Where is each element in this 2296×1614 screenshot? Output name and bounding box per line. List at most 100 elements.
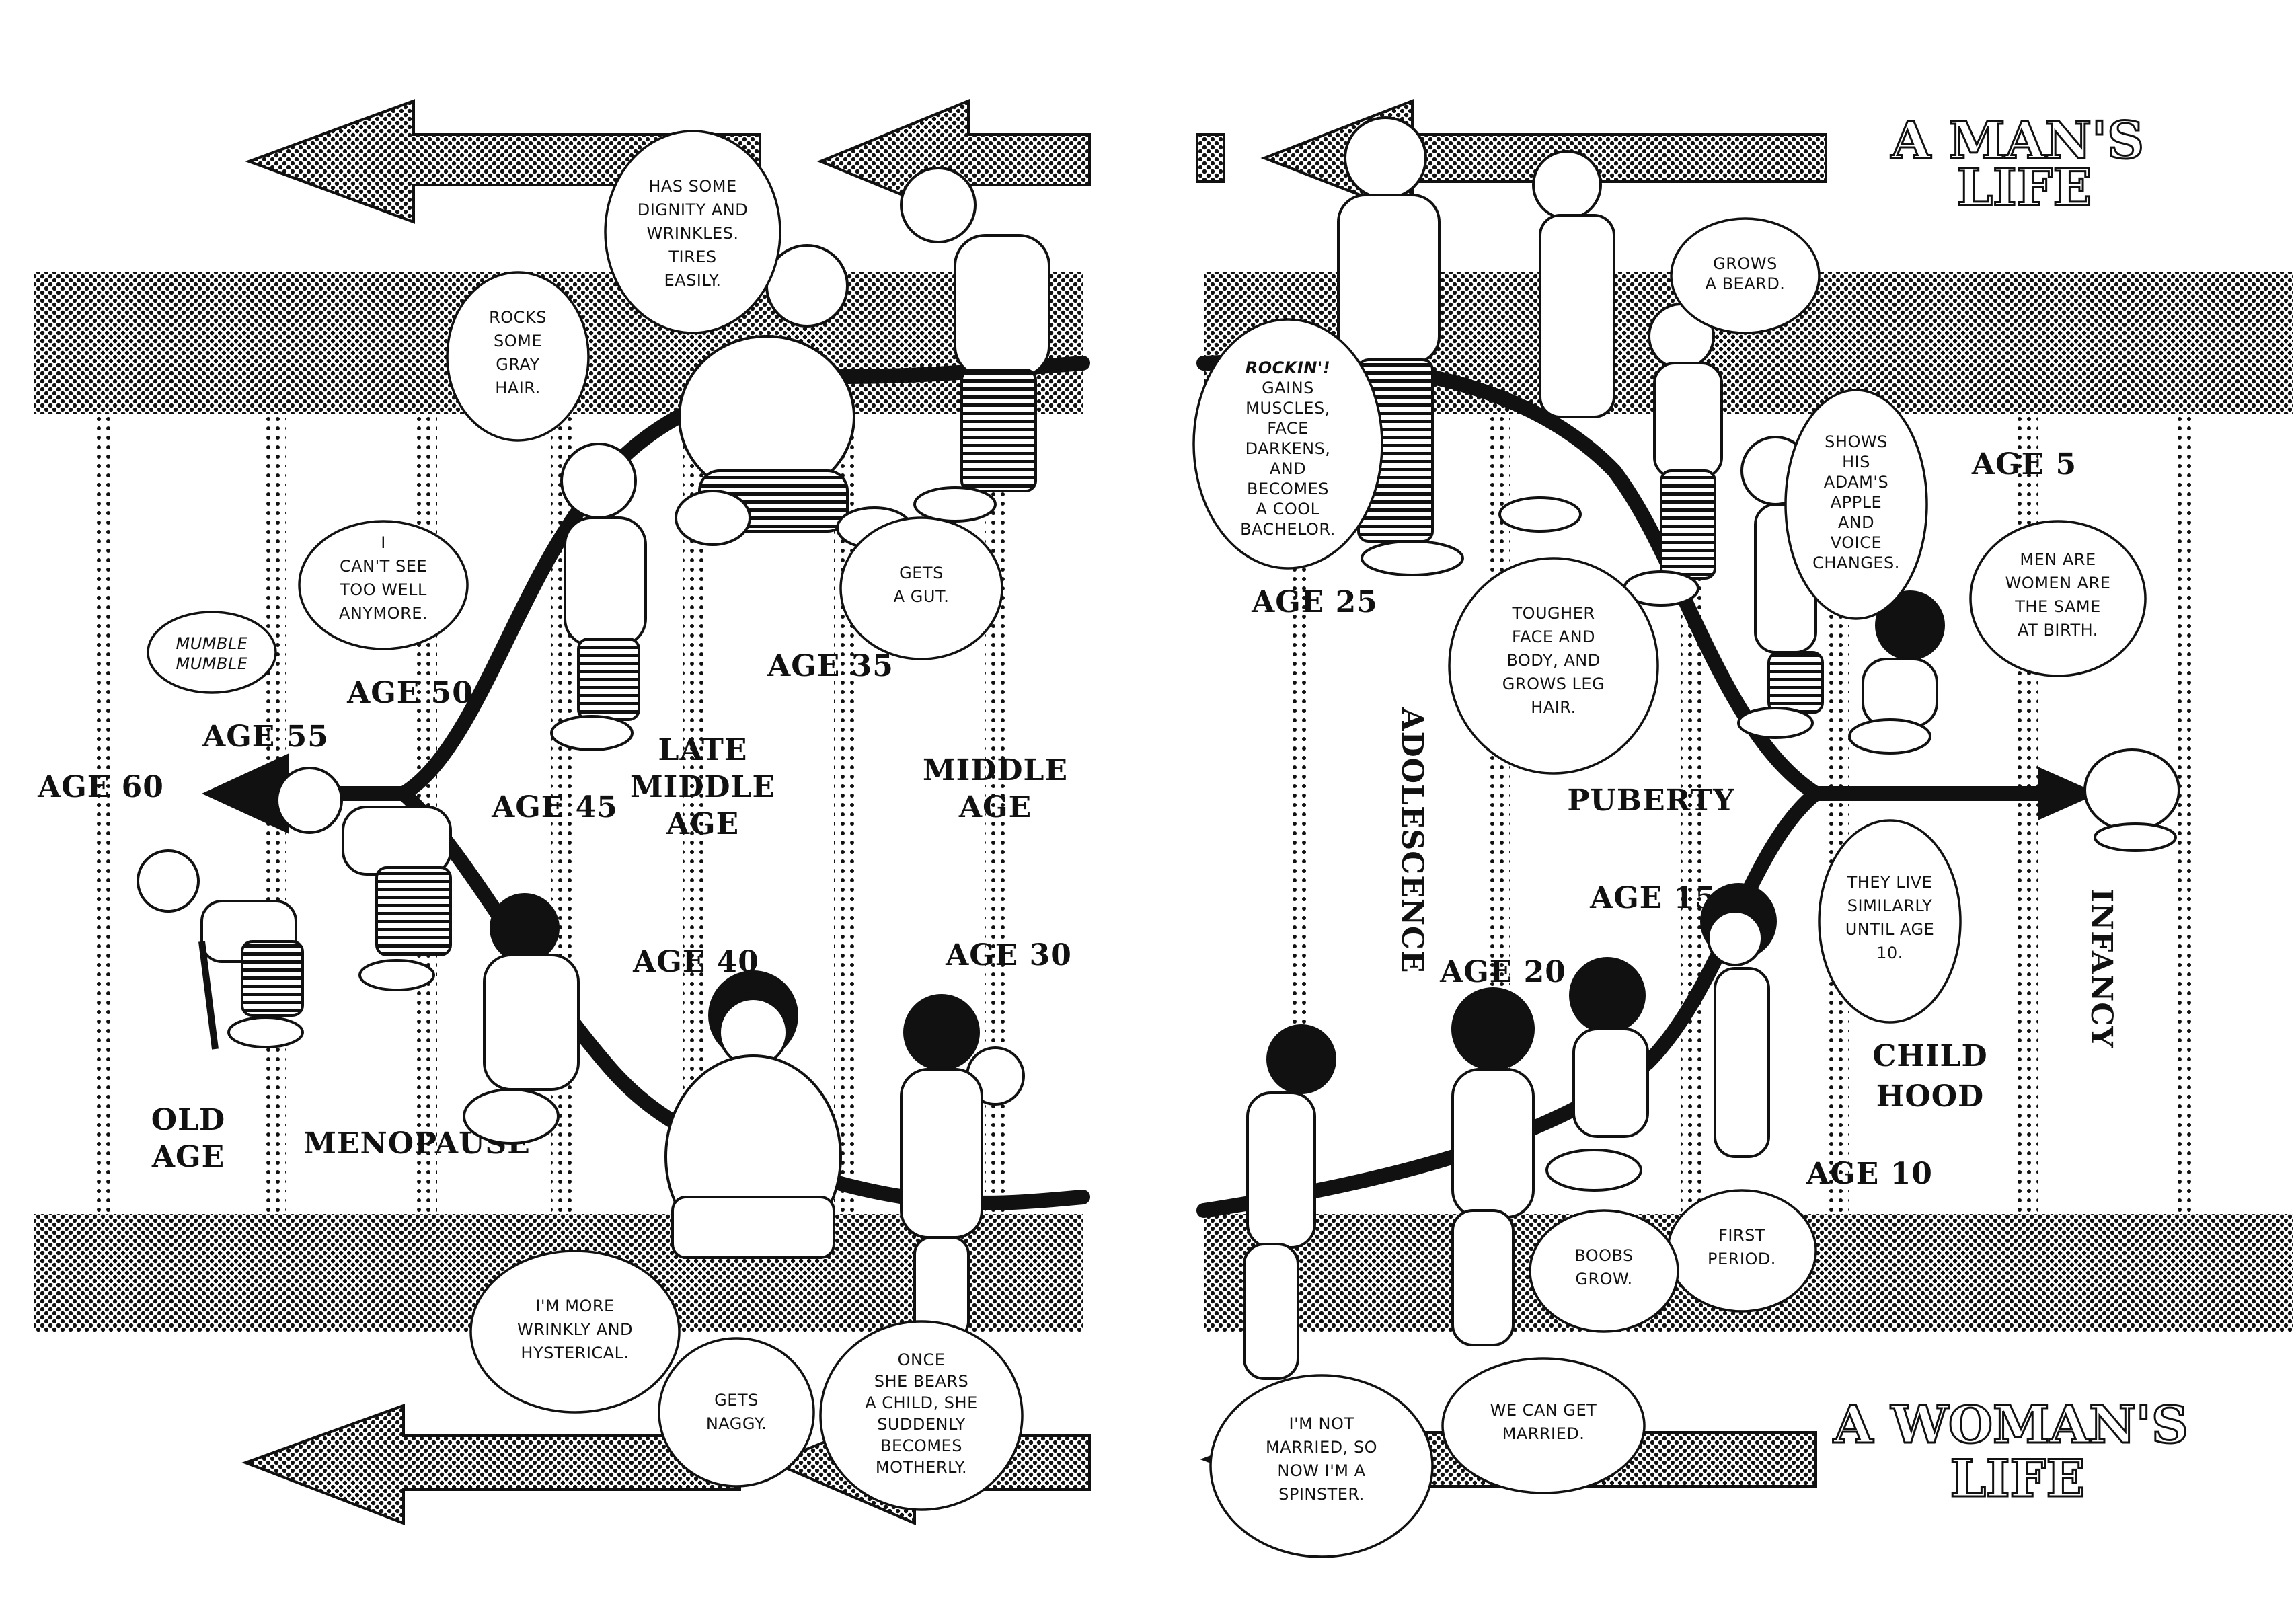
bubble-motherly-line3: A CHILD, SHE [865,1393,977,1412]
bubble-motherly-line5: BECOMES [880,1436,962,1455]
man-age25-figure [1337,116,1464,576]
age50-label: AGE 50 [346,676,473,710]
age60-label: AGE 60 [37,770,164,804]
baby-figure [2083,748,2180,852]
woman-title-line1: A WOMAN'S [1833,1395,2188,1455]
bubble-live-similarly: THEY LIVE SIMILARLY UNTIL AGE 10. [1818,819,1962,1024]
bubble-gray-hair-line4: HAIR. [495,379,541,397]
background-bands [34,272,2293,1332]
bubble-rockin-line6: BECOMES [1247,479,1329,498]
bubble-tougher-line3: BODY, AND [1506,651,1600,670]
woman-age20-figure [1451,987,1535,1346]
bubble-wrinkly-line2: WRINKLY AND [517,1320,633,1339]
age15-label: AGE 15 [1589,881,1716,915]
bubble-same-line1: MEN ARE [2020,550,2096,569]
man-age30-figure [900,167,1050,523]
bubble-rockin-line8: BACHELOR. [1240,520,1336,539]
puberty-label: PUBERTY [1567,783,1734,818]
bubble-cant-see-line1: I [381,533,386,552]
bubble-wrinkly-line1: I'M MORE [535,1297,614,1315]
bubble-same-line3: THE SAME [2014,597,2100,616]
bubble-rockin-line1: GAINS [1262,379,1314,397]
bubble-naggy-line1: GETS [714,1391,759,1410]
bubble-first-period: FIRST PERIOD. [1667,1189,1817,1313]
bubble-cant-see-line2: CAN'T SEE [340,557,427,576]
age45-label: AGE 45 [491,790,618,824]
bubble-spinster-line2: MARRIED, SO [1266,1438,1377,1457]
bubble-tougher-line2: FACE AND [1512,627,1595,646]
bubble-wrinkly-line3: HYSTERICAL. [521,1344,629,1362]
bubble-rockin-title: ROCKIN'! [1246,358,1330,377]
bubble-naggy: GETS NAGGY. [658,1337,815,1488]
woman-age40-figure [664,970,842,1259]
middle-age-label-2: AGE [958,790,1032,824]
bubble-rockin: ROCKIN'! GAINS MUSCLES, FACE DARKENS, AN… [1192,318,1383,570]
bubble-gut-line2: A GUT. [894,587,950,606]
bubble-married-line2: MARRIED. [1502,1424,1585,1443]
bubble-motherly: ONCE SHE BEARS A CHILD, SHE SUDDENLY BEC… [819,1320,1024,1511]
bubble-beard: GROWS A BEARD. [1670,217,1821,334]
bubble-adams-line4: APPLE [1831,493,1882,512]
age-labels: AGE 60 AGE 55 AGE 50 AGE 45 AGE 40 AGE 3… [37,447,2077,1191]
woman-age25-figure [1243,1024,1336,1380]
bubble-motherly-line4: SUDDENLY [877,1415,966,1434]
bubble-boobs: BOOBS GROW. [1529,1209,1679,1333]
bubble-dignity: HAS SOME DIGNITY AND WRINKLES. TIRES EAS… [604,130,781,334]
bubble-beard-line1: GROWS [1713,254,1777,273]
man-age50-figure [550,443,647,751]
woman-title-line2: LIFE [1950,1449,2085,1508]
bubble-period-line1: FIRST [1718,1226,1765,1245]
bubble-adams-line2: HIS [1842,453,1870,471]
arrowhead-birth [2038,767,2098,820]
age35-label: AGE 35 [767,649,894,683]
bubble-cant-see: I CAN'T SEE TOO WELL ANYMORE. [298,520,469,650]
arrow-right-top-stub [1196,133,1225,183]
man-age55-figure [276,767,452,991]
woman-age45-figure [463,893,580,1145]
age30-label: AGE 30 [945,938,1072,972]
bubble-similar-line4: 10. [1876,944,1903,962]
bubble-adams-line3: ADAM'S [1824,473,1888,492]
bubble-motherly-line1: ONCE [898,1350,946,1369]
childhood-label-2: HOOD [1876,1079,1984,1114]
bubble-boobs-line2: GROW. [1575,1270,1632,1289]
childhood-label-1: CHILD [1872,1039,1987,1073]
bubble-adams-apple: SHOWS HIS ADAM'S APPLE AND VOICE CHANGES… [1784,389,1928,620]
speech-bubbles: MUMBLE MUMBLE I CAN'T SEE TOO WELL ANYMO… [147,130,2147,1558]
bubble-gray-hair-line3: GRAY [496,355,540,374]
late-middle-label-2: MIDDLE [630,770,775,804]
old-man-age60-figure [137,849,304,1050]
bubble-tougher-line1: TOUGHER [1511,604,1595,623]
bubble-same-line2: WOMEN ARE [2005,574,2111,592]
bubble-rockin-line4: DARKENS, [1246,439,1331,458]
arrowhead-age60 [202,753,289,834]
man-title-line1: A MAN'S [1890,110,2144,170]
bubble-rockin-line3: FACE [1267,419,1309,438]
bubble-dignity-line1: HAS SOME [648,177,736,196]
age5-label: AGE 5 [1971,447,2077,482]
age25-label: AGE 25 [1251,585,1378,619]
man-age20-figure [1498,150,1615,533]
bubble-same-line4: AT BIRTH. [2018,621,2098,640]
bubble-tougher-line4: GROWS LEG [1502,675,1605,693]
bubble-boobs-line1: BOOBS [1574,1246,1634,1265]
arrow-left-top-1 [245,99,761,224]
bubble-motherly-line2: SHE BEARS [874,1372,969,1391]
bubble-motherly-line6: MOTHERLY. [876,1458,967,1477]
age55-label: AGE 55 [202,720,329,754]
bubble-rockin-line5: AND [1270,459,1306,478]
bubble-similar-line3: UNTIL AGE [1845,920,1935,939]
figures [137,116,2180,1380]
girl-age10-figure [1700,883,1777,1158]
bubble-similar-line1: THEY LIVE [1847,873,1933,892]
bubble-gray-hair-line1: ROCKS [489,308,547,327]
child-age5-figure [1848,590,1945,755]
bubble-adams-line6: VOICE [1831,533,1882,552]
bubble-gray-hair-line2: SOME [494,332,542,350]
bubble-period-line2: PERIOD. [1708,1250,1776,1268]
bubble-dignity-line4: TIRES [668,247,716,266]
bubble-spinster-line4: SPINSTER. [1278,1485,1365,1504]
bubble-cant-see-line4: ANYMORE. [339,604,428,623]
bubble-adams-line7: CHANGES. [1812,553,1900,572]
